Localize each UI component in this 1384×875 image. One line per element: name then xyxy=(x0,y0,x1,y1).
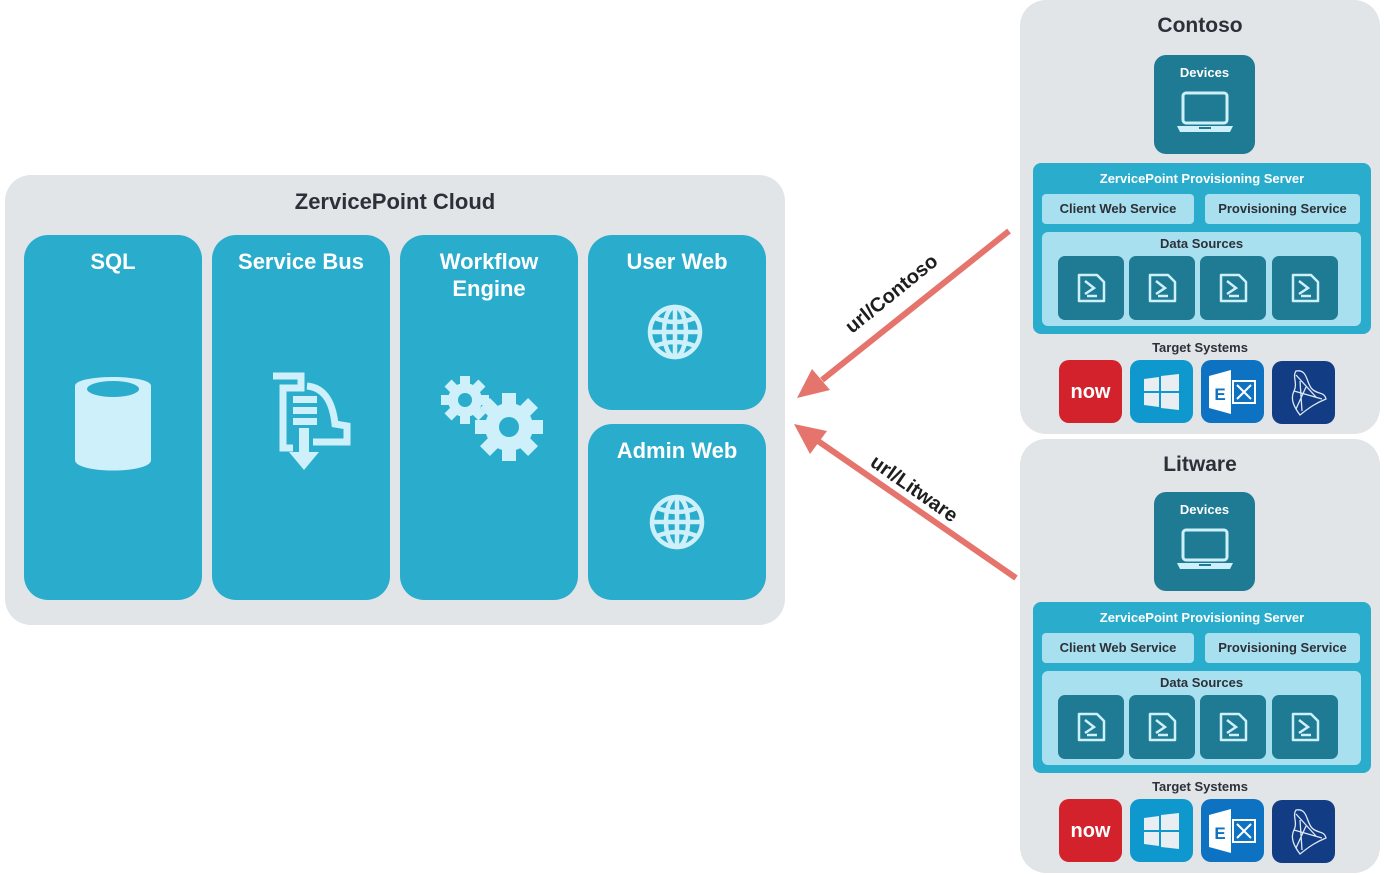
devices-label: Devices xyxy=(1179,65,1230,80)
exchange-text: E xyxy=(1214,385,1225,404)
data-source-item[interactable] xyxy=(1129,695,1195,759)
data-sources: Data Sources xyxy=(1042,232,1361,326)
target-systems-label: Target Systems xyxy=(1152,340,1248,355)
globe-icon xyxy=(649,494,705,550)
gears-icon xyxy=(441,376,543,461)
tile-label: Workflow Engine xyxy=(439,249,539,301)
provisioning-service[interactable]: Provisioning Service xyxy=(1205,194,1360,224)
arrow-label-contoso: url/Contoso xyxy=(841,250,943,338)
powershell-script-icon xyxy=(1291,273,1320,303)
servicenow-text: now xyxy=(1071,820,1111,842)
client-web-service[interactable]: Client Web Service xyxy=(1042,194,1194,224)
exchange-icon: E xyxy=(1209,809,1256,853)
target-windows[interactable] xyxy=(1130,799,1193,862)
data-source-item[interactable] xyxy=(1058,256,1124,320)
tile-label: User Web xyxy=(626,249,728,274)
arrow-litware xyxy=(794,424,1018,581)
data-sources: Data Sources xyxy=(1042,671,1361,765)
devices-box[interactable]: Devices xyxy=(1154,55,1255,154)
provisioning-server: ZervicePoint Provisioning Server Client … xyxy=(1033,163,1371,334)
target-servicenow[interactable]: now xyxy=(1059,360,1122,423)
data-sources-label: Data Sources xyxy=(1159,675,1244,690)
client-web-service[interactable]: Client Web Service xyxy=(1042,633,1194,663)
tile-label: SQL xyxy=(90,249,136,274)
tile-user-web[interactable]: User Web xyxy=(588,235,766,410)
servicenow-text: now xyxy=(1071,381,1111,403)
tile-workflow-engine[interactable]: Workflow Engine xyxy=(400,235,578,600)
org-panel-contoso: Contoso Devices ZervicePoint Provisionin… xyxy=(1020,0,1380,434)
powershell-script-icon xyxy=(1077,273,1106,303)
server-title: ZervicePoint Provisioning Server xyxy=(1099,610,1305,625)
tile-label: Service Bus xyxy=(238,249,364,274)
target-sql-server[interactable] xyxy=(1272,361,1335,424)
data-source-item[interactable] xyxy=(1058,695,1124,759)
arrow-contoso xyxy=(797,228,1011,398)
org-title: Litware xyxy=(1163,453,1237,476)
provisioning-server: ZervicePoint Provisioning Server Client … xyxy=(1033,602,1371,773)
tile-label: Admin Web xyxy=(616,438,738,463)
tile-service-bus[interactable]: Service Bus xyxy=(212,235,390,600)
server-title: ZervicePoint Provisioning Server xyxy=(1099,171,1305,186)
tile-sql[interactable]: SQL xyxy=(24,235,202,600)
sql-server-icon xyxy=(1291,809,1327,855)
org-title: Contoso xyxy=(1157,14,1243,37)
windows-icon xyxy=(1144,813,1179,849)
servicenow-icon: now xyxy=(1071,820,1111,842)
org-panel-litware: Litware Devices ZervicePoint Provisionin… xyxy=(1020,439,1380,873)
exchange-icon: E xyxy=(1209,370,1256,414)
globe-icon xyxy=(647,304,703,360)
target-windows[interactable] xyxy=(1130,360,1193,423)
powershell-script-icon xyxy=(1148,273,1177,303)
data-source-item[interactable] xyxy=(1200,256,1266,320)
powershell-script-icon xyxy=(1291,712,1320,742)
cloud-title: ZervicePoint Cloud xyxy=(294,189,496,214)
powershell-script-icon xyxy=(1077,712,1106,742)
data-source-item[interactable] xyxy=(1272,695,1338,759)
target-sql-server[interactable] xyxy=(1272,800,1335,863)
windows-icon xyxy=(1144,374,1179,410)
database-icon xyxy=(75,377,151,471)
arrow-label-litware: url/Litware xyxy=(866,451,962,528)
laptop-icon xyxy=(1177,91,1233,132)
sql-server-icon xyxy=(1291,370,1327,416)
powershell-script-icon xyxy=(1148,712,1177,742)
target-servicenow[interactable]: now xyxy=(1059,799,1122,862)
powershell-script-icon xyxy=(1219,273,1248,303)
powershell-script-icon xyxy=(1219,712,1248,742)
data-source-item[interactable] xyxy=(1129,256,1195,320)
provisioning-service[interactable]: Provisioning Service xyxy=(1205,633,1360,663)
target-exchange[interactable]: E xyxy=(1201,360,1264,423)
target-systems-label: Target Systems xyxy=(1152,779,1248,794)
data-source-item[interactable] xyxy=(1200,695,1266,759)
servicenow-icon: now xyxy=(1071,381,1111,403)
data-source-item[interactable] xyxy=(1272,256,1338,320)
devices-label: Devices xyxy=(1179,502,1230,517)
target-exchange[interactable]: E xyxy=(1201,799,1264,862)
devices-box[interactable]: Devices xyxy=(1154,492,1255,591)
zervicepoint-cloud-panel: ZervicePoint Cloud SQL Service Bus Workf… xyxy=(5,175,785,625)
laptop-icon xyxy=(1177,528,1233,569)
service-bus-icon xyxy=(273,372,351,470)
data-sources-label: Data Sources xyxy=(1159,236,1244,251)
exchange-text: E xyxy=(1214,824,1225,843)
tile-admin-web[interactable]: Admin Web xyxy=(588,424,766,600)
